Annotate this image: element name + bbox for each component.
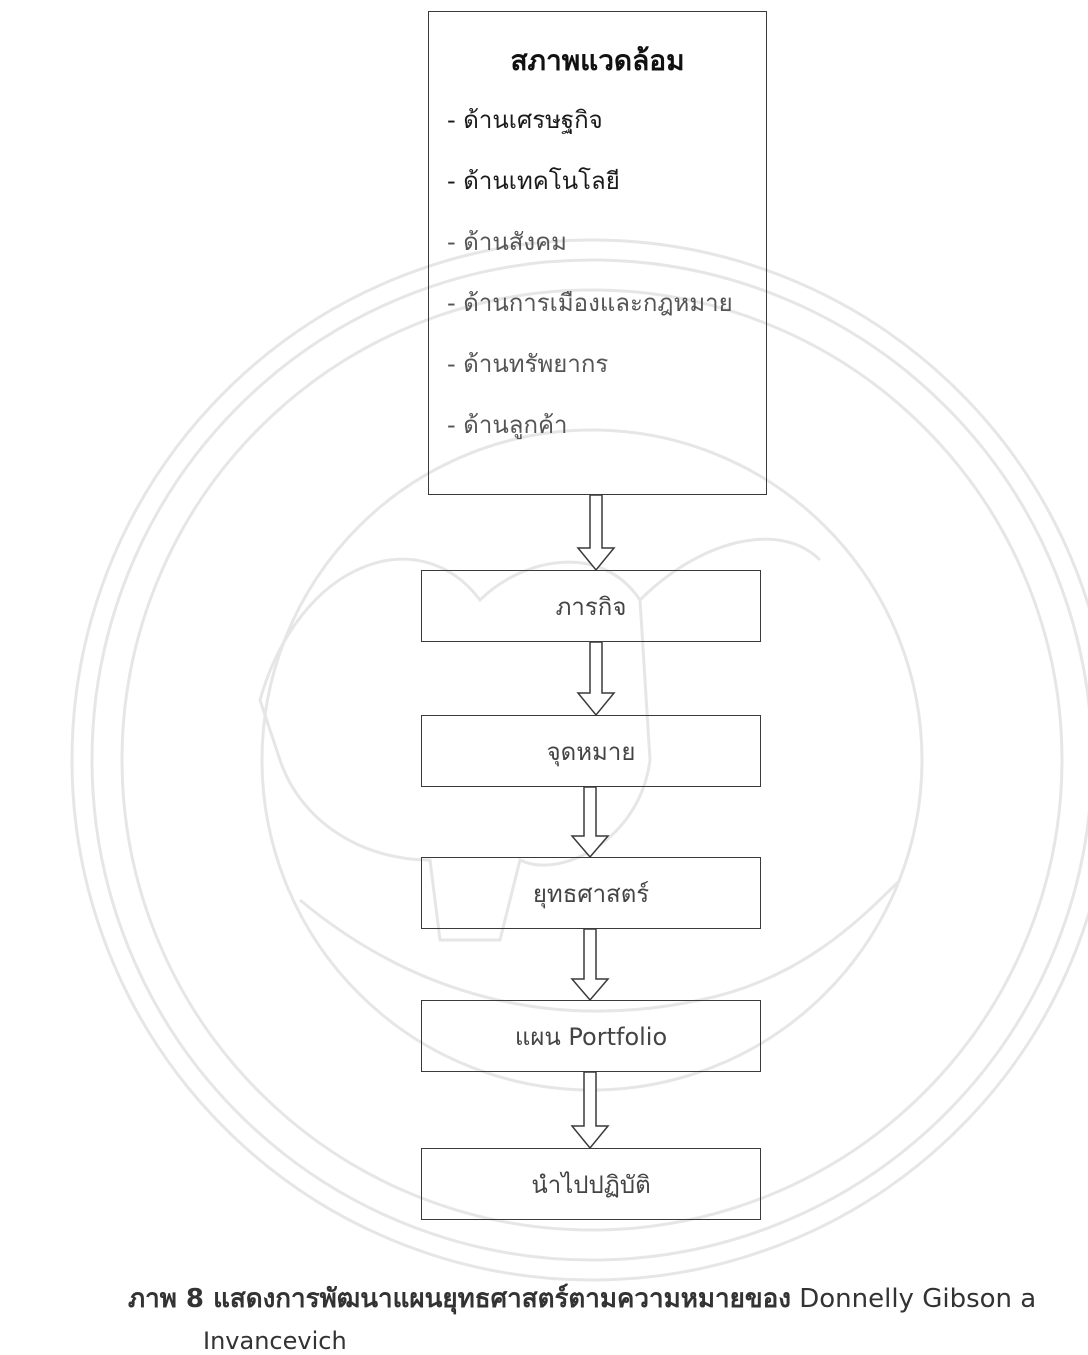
environment-title: สภาพแวดล้อม bbox=[429, 39, 766, 83]
figure-caption: ภาพ 8 แสดงการพัฒนาแผนยุทธศาสตร์ตามความหม… bbox=[128, 1278, 1036, 1319]
step-mission: ภารกิจ bbox=[421, 570, 761, 642]
caption-bold: แสดงการพัฒนาแผนยุทธศาสตร์ตามความหมายของ bbox=[213, 1284, 791, 1314]
step-strategy: ยุทธศาสตร์ bbox=[421, 857, 761, 929]
factor-politics-law: - ด้านการเมืองและกฎหมาย bbox=[447, 283, 733, 344]
factor-resources: - ด้านทรัพยากร bbox=[447, 344, 733, 405]
factor-society: - ด้านสังคม bbox=[447, 222, 733, 283]
step-goal: จุดหมาย bbox=[421, 715, 761, 787]
environment-box: สภาพแวดล้อม - ด้านเศรษฐกิจ - ด้านเทคโนโล… bbox=[428, 11, 767, 495]
step-implementation: นำไปปฏิบัติ bbox=[421, 1148, 761, 1220]
factor-technology: - ด้านเทคโนโลยี bbox=[447, 161, 733, 222]
environment-factor-list: - ด้านเศรษฐกิจ - ด้านเทคโนโลยี - ด้านสัง… bbox=[447, 100, 733, 466]
caption-suffix: Donnelly Gibson a bbox=[791, 1284, 1036, 1314]
caption-prefix: ภาพ 8 bbox=[128, 1284, 213, 1314]
caption-line-2: Invancevich bbox=[203, 1327, 347, 1355]
step-portfolio-plan: แผน Portfolio bbox=[421, 1000, 761, 1072]
factor-economy: - ด้านเศรษฐกิจ bbox=[447, 100, 733, 161]
factor-customers: - ด้านลูกค้า bbox=[447, 405, 733, 466]
